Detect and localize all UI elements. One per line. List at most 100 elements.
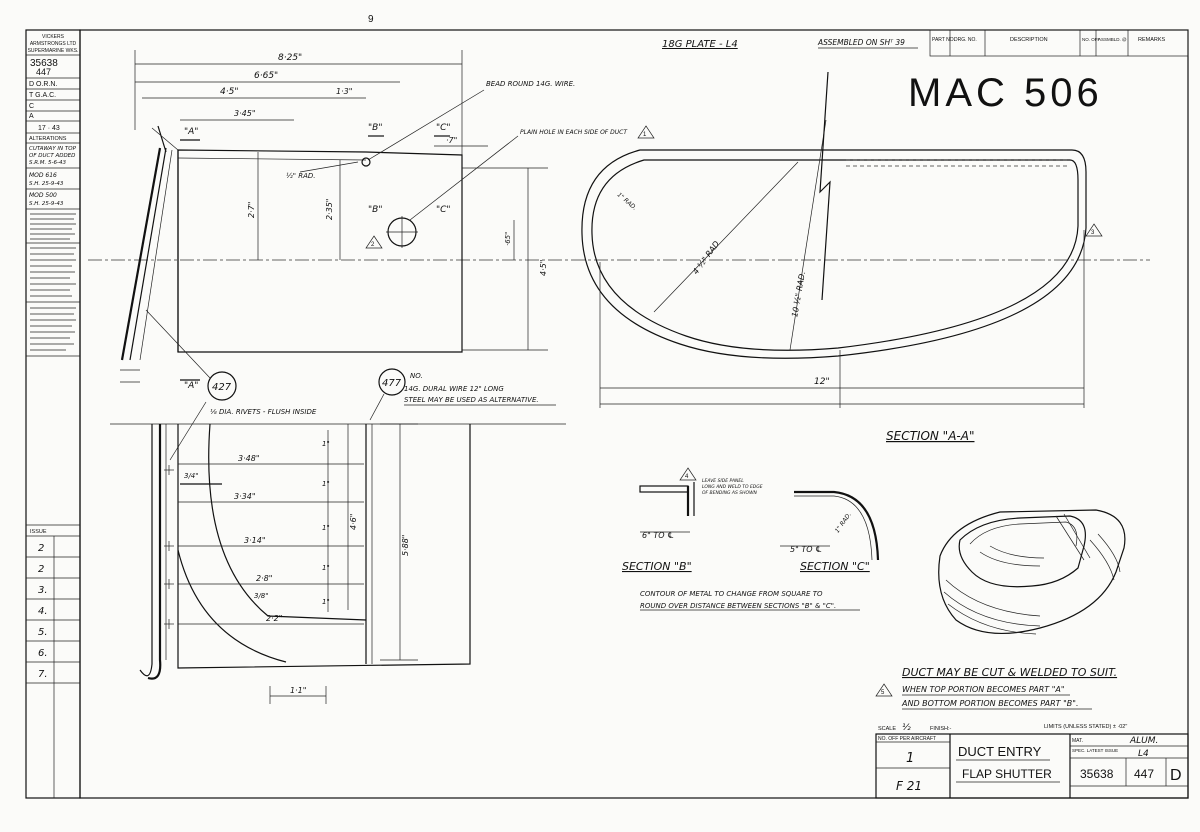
revision-deltas: 1 2 3 4 5 bbox=[365, 125, 1103, 697]
alteration-2: MOD 616 bbox=[29, 172, 57, 179]
section-c-dim: 5" TO ℄ bbox=[790, 545, 822, 554]
delta-5: 5 bbox=[881, 690, 885, 696]
no-off-label: NO. OFF PER AIRCRAFT bbox=[878, 736, 936, 742]
col-no-off: NO. OFF bbox=[1082, 37, 1100, 42]
svg-text:427: 427 bbox=[212, 382, 232, 393]
approved-by: A bbox=[29, 113, 34, 120]
wire-note-1: 14G. DURAL WIRE 12" LONG bbox=[404, 385, 504, 393]
dim-1-a: 1" bbox=[322, 440, 330, 448]
dim-three-quarter: 3/4" bbox=[184, 472, 199, 480]
issue-4: 4. bbox=[38, 606, 48, 617]
delta-2: 2 bbox=[371, 242, 375, 248]
drawn-by: D O.R.N. bbox=[29, 81, 57, 88]
scale-label: SCALE bbox=[878, 726, 896, 732]
section-b-view: LEAVE SIDE PANEL LONG AND WELD TO EDGE O… bbox=[622, 478, 763, 573]
mat-label: MAT. bbox=[1072, 738, 1083, 744]
svg-text:SUPERMARINE WKS.: SUPERMARINE WKS. bbox=[28, 48, 79, 54]
plan-rad: 3/8" bbox=[254, 592, 269, 600]
section-c-bottom: "C" bbox=[436, 205, 451, 215]
section-c-view: 1" RAD. 5" TO ℄ SECTION "C" bbox=[780, 490, 880, 573]
left-panel: VICKERS ARMSTRONGS LTD SUPERMARINE WKS. … bbox=[25, 29, 81, 799]
side-view: 8·25" 6·65" 4·5" 1·3" 3·45" "A" "B" "C" … bbox=[88, 50, 1150, 391]
left-drawing-no: 35638 bbox=[30, 58, 58, 69]
issue-rows: 2 2 3. 4. 5. 6. 7. bbox=[26, 543, 80, 684]
part-balloon-427: 427 ⅛ DIA. RIVETS - FLUSH INSIDE bbox=[145, 309, 317, 461]
issue-label: ISSUE bbox=[30, 529, 47, 535]
issue-7: 7. bbox=[38, 669, 48, 680]
dim-235: 2·35" bbox=[325, 199, 334, 221]
sheet-number: 9 bbox=[368, 14, 374, 25]
section-aa-outer bbox=[581, 149, 1087, 359]
section-b-title: SECTION "B" bbox=[622, 560, 692, 573]
section-b-dim: 6" TO ℄ bbox=[642, 531, 674, 540]
contour-note-1: CONTOUR OF METAL TO CHANGE FROM SQUARE T… bbox=[640, 590, 823, 598]
dim-334: 3·34" bbox=[234, 492, 256, 501]
rivet-marks bbox=[164, 465, 174, 629]
dim-45: 4·5" bbox=[220, 87, 238, 97]
dim-13: 1·3" bbox=[336, 87, 352, 96]
alteration-3: MOD 500 bbox=[29, 192, 57, 199]
dim-1-b: 1" bbox=[322, 480, 330, 488]
drawing-date: 17 · 43 bbox=[38, 125, 60, 132]
alteration-1: CUTAWAY IN TOP bbox=[29, 146, 77, 152]
col-description: DESCRIPTION bbox=[1010, 37, 1048, 43]
dim-1-d: 1" bbox=[322, 564, 330, 572]
leave-note: LEAVE SIDE PANEL bbox=[702, 478, 744, 484]
dim-348: 3·48" bbox=[238, 454, 260, 463]
dim-665: 6·65" bbox=[254, 71, 278, 81]
dim-27: 2·7" bbox=[247, 202, 256, 218]
delta-3: 3 bbox=[1091, 230, 1095, 236]
note-cut-weld: DUCT MAY BE CUT & WELDED TO SUIT. bbox=[902, 666, 1117, 679]
alterations-title: ALTERATIONS bbox=[29, 136, 67, 142]
issue-1: 2 bbox=[38, 543, 44, 554]
title-drawing-no: 35638 bbox=[1080, 767, 1114, 781]
dim-11: 1·1" bbox=[290, 686, 306, 695]
rad-half: ½" RAD. bbox=[286, 172, 316, 180]
left-subno: 447 bbox=[36, 67, 51, 77]
spec-label: SPEC. LATEST ISSUE bbox=[1072, 748, 1118, 753]
wire-note-2: STEEL MAY BE USED AS ALTERNATIVE. bbox=[404, 396, 539, 404]
plan-flap bbox=[147, 424, 162, 680]
spec-value: L4 bbox=[1138, 749, 1149, 759]
col-drg-no: DRG. NO. bbox=[954, 37, 977, 43]
alteration-6-notes bbox=[30, 307, 76, 351]
quantity: 1 bbox=[906, 751, 914, 766]
svg-text:OF BENDING AS SHOWN: OF BENDING AS SHOWN bbox=[702, 490, 758, 496]
col-part-no: PART NO. bbox=[932, 37, 955, 43]
dim-314: 3·14" bbox=[244, 536, 266, 545]
dim-28: 2·8" bbox=[256, 574, 272, 583]
company-name: VICKERS bbox=[42, 34, 65, 40]
section-b-top: "B" bbox=[368, 123, 382, 133]
svg-text:ARMSTRONGS LTD: ARMSTRONGS LTD bbox=[30, 41, 77, 47]
col-assembled: ASSMBLD. @ bbox=[1098, 37, 1127, 42]
part-balloon-477: 477 NO. 14G. DURAL WIRE 12" LONG STEEL M… bbox=[369, 368, 556, 421]
isometric-sketch bbox=[938, 509, 1126, 635]
hole-note: PLAIN HOLE IN EACH SIDE OF DUCT bbox=[520, 129, 628, 136]
finish-label: FINISH:- bbox=[930, 726, 952, 732]
rad-4-half: 4 ½" RAD bbox=[691, 239, 721, 276]
rad-10-half: 10 ½" RAD. bbox=[790, 271, 807, 318]
dim-588: 5·88" bbox=[401, 535, 410, 557]
section-c-rad: 1" RAD. bbox=[834, 511, 853, 534]
note-when-1: WHEN TOP PORTION BECOMES PART "A" bbox=[902, 685, 1065, 694]
section-a-bottom: "A" bbox=[184, 381, 198, 391]
section-c-top: "C" bbox=[436, 123, 451, 133]
issue-6: 6. bbox=[38, 648, 48, 659]
contour-note-2: ROUND OVER DISTANCE BETWEEN SECTIONS "B"… bbox=[640, 602, 836, 610]
dim-65: ·65" bbox=[504, 232, 512, 246]
title-block: SCALE ½ FINISH:- LIMITS (UNLESS STATED) … bbox=[875, 723, 1189, 799]
rad-1: 1" RAD. bbox=[616, 191, 638, 211]
svg-text:OF DUCT ADDED: OF DUCT ADDED bbox=[29, 153, 75, 159]
traced-by: T G.A.C. bbox=[29, 92, 56, 99]
header-table: 18G PLATE - L4 ASSEMBLED ON SHᵀ 39 PART … bbox=[662, 29, 1189, 57]
bead-note: BEAD ROUND 14G. WIRE. bbox=[486, 80, 575, 88]
limits-label: LIMITS (UNLESS STATED) ± ·02" bbox=[1044, 724, 1127, 730]
section-a-top: "A" bbox=[184, 127, 198, 137]
issue-3: 3. bbox=[38, 585, 48, 596]
plate-spec: 18G PLATE - L4 bbox=[662, 39, 738, 50]
section-aa-width: 12" bbox=[814, 377, 830, 387]
plan-view: 3/4" 3·48" 3·34" 3·14" 2·8" 2·2" 3/8" 4·… bbox=[110, 423, 566, 704]
section-aa-title: SECTION "A-A" bbox=[886, 429, 974, 443]
flap-edge bbox=[120, 147, 162, 361]
